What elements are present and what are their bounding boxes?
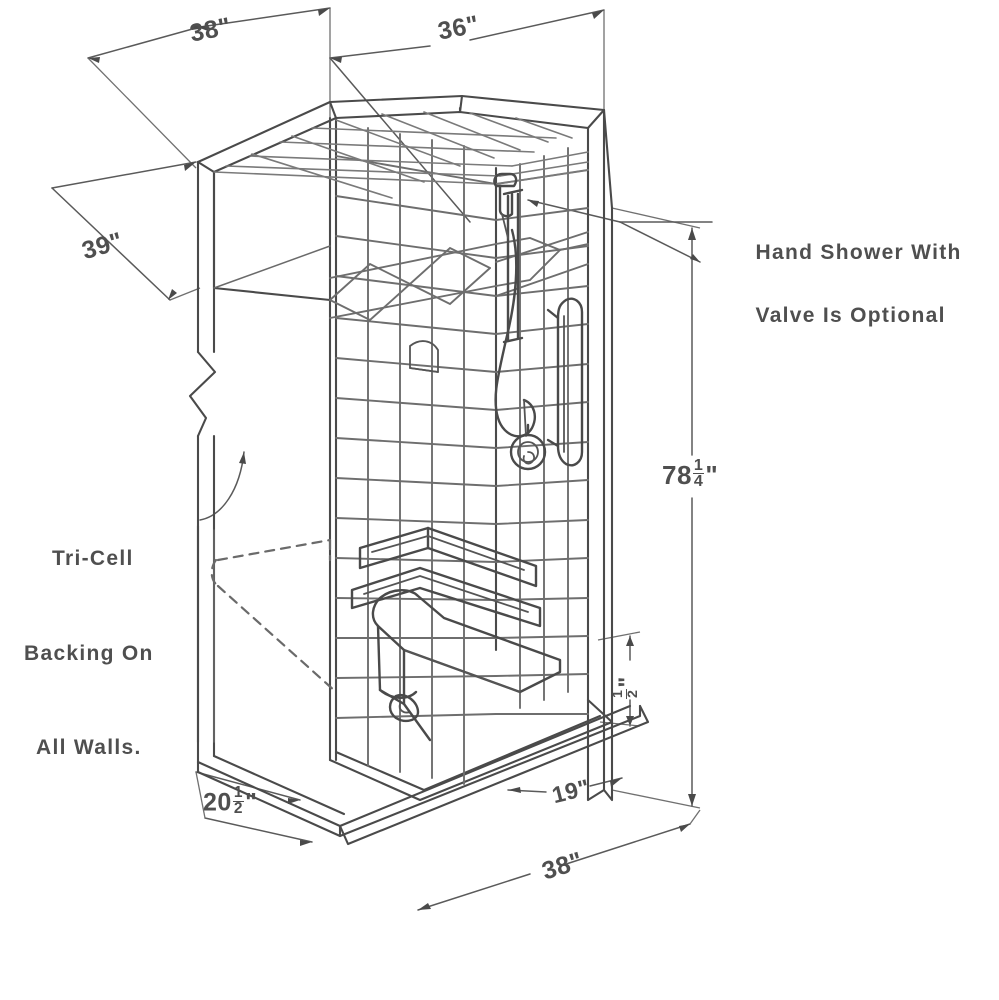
pressure-balance-valve <box>509 423 547 471</box>
bottomleft-whole: 20 <box>203 788 232 817</box>
backing-note-line3: All Walls. <box>36 736 142 759</box>
folding-shower-seat <box>350 526 562 742</box>
tri-cell-backing-note: Tri-Cell Backing On All Walls. <box>24 480 154 827</box>
threshold-unit: " <box>613 676 640 688</box>
hidden-seat-outline <box>210 538 338 694</box>
hand-shower-note-line2: Valve Is Optional <box>755 303 946 327</box>
backing-note-line2: Backing On <box>24 641 154 665</box>
height-unit: " <box>705 459 719 490</box>
left-wall-outer <box>196 524 215 744</box>
tile-grid-back-left-wall <box>335 127 497 785</box>
hand-shower-note: Hand Shower With Valve Is Optional <box>727 205 962 363</box>
bottomleft-unit: " <box>244 788 258 817</box>
tile-grid-right-wall <box>495 147 589 715</box>
corner-shelf <box>409 340 439 373</box>
annotation-leader-lines <box>199 199 713 521</box>
tile-grid-ceiling <box>213 111 589 199</box>
grab-bars <box>493 172 584 467</box>
dimension-lines-group <box>51 7 701 911</box>
hand-shower-note-line1: Hand Shower With <box>755 240 962 264</box>
height-whole: 78 <box>662 459 692 490</box>
backing-note-line1: Tri-Cell <box>52 547 134 570</box>
